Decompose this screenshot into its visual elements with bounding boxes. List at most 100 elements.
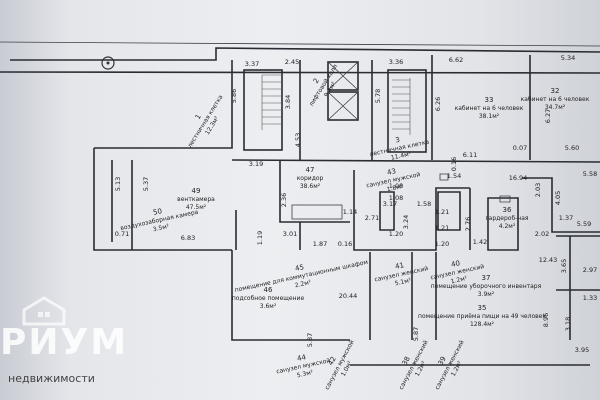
room-number: 37 [482,274,491,282]
elevator-2-cross [327,91,359,121]
dimension-label: 1.54 [447,172,461,180]
dimension-label: 5.34 [561,54,575,62]
room-number: 50 [152,207,162,217]
elevator-2 [327,91,359,121]
partition-wc [353,170,470,251]
room-area: 1.2м² [450,275,468,285]
room-number: 41 [394,261,404,271]
stair-2-outline [387,69,427,153]
dimension-label: 6.26 [434,97,442,111]
room-number: 46 [264,286,273,294]
dimension-label: 1.20 [389,230,403,238]
dimension-label: 1.08 [389,182,403,190]
room-area: 1.8м² [386,183,404,193]
room-area: 38.6м² [300,183,321,190]
room-number: 3 [395,136,401,145]
room-area: 47.5м² [186,204,207,211]
dimension-label: 5.86 [230,89,238,103]
room-number: 42 [327,355,338,367]
room-name: помещение приёма пищи на 49 человек [418,313,546,320]
dimension-label: 1.87 [313,240,327,248]
dimension-label: 3.95 [575,346,589,354]
room-number: 47 [306,166,315,174]
dimension-label: 5.87 [412,327,420,341]
dimension-label: 3.37 [245,60,259,68]
dimension-label: 20.44 [339,292,358,300]
dimension-label: 1.20 [435,240,449,248]
room-number: 1 [194,113,203,121]
dimension-label: 6.27 [544,109,552,123]
room-name: кабинет на 6 человек [455,105,524,112]
room-area: 2.2м² [294,279,312,289]
dimension-label: 6.83 [181,234,195,242]
dimension-label: 5.58 [583,170,597,178]
dimension-label: 3.84 [284,95,292,109]
dimension-label: 3.17 [383,200,397,208]
dimension-label: 0.16 [450,157,458,171]
dimension-label: 2.45 [285,58,299,66]
room-area: 3.5м² [152,223,170,233]
partition-corner [556,235,600,340]
room-number: 2 [312,77,321,85]
room-area: 11.4м² [390,151,412,162]
dimension-label: 1.14 [343,208,357,216]
room-area: 38.1м² [479,113,500,120]
dimension-label: 1.37 [559,214,573,222]
dimension-label: 0.71 [115,230,129,238]
dimension-label: 1.19 [256,231,264,245]
dimension-label: 2.36 [280,193,288,207]
partition-east [522,177,600,233]
dimension-label: 1.21 [435,208,449,216]
room-name: коридор [297,175,324,182]
dimension-label: 0.16 [338,240,352,248]
wall-south-1 [231,250,350,341]
partition-wardrobe [469,188,519,251]
wall-west-lower [93,148,232,251]
room-name: венткамера [177,196,215,203]
elevator-1-cross [327,61,359,91]
room-area: 5.1м² [394,277,412,287]
room-number: 38 [401,355,412,367]
punch-hole [101,56,115,70]
dimension-label: 1.33 [583,294,597,302]
dimension-label: 3.18 [564,317,572,331]
partition-vent [111,160,133,250]
room-area: 3.9м² [478,291,495,298]
room-number: 35 [478,304,487,312]
dimension-label: 3.19 [249,160,263,168]
sheet-border-top [0,41,600,47]
room-number: 33 [485,96,494,104]
cabinet-niche [291,204,343,220]
room-number: 40 [450,259,460,269]
room-area: 5.3м² [296,369,314,379]
room-number: 32 [551,87,560,95]
outer-wall-top [10,47,600,61]
dimension-label: 5.59 [577,220,591,228]
dimension-label: 12.43 [539,256,558,264]
punch-hole-center [106,61,110,65]
room-name: подсобное помещение [232,295,305,302]
dimension-label: 5.60 [565,144,579,152]
fixture-marks [439,173,511,203]
watermark-logo [22,296,66,326]
dimension-label: 3.24 [402,215,410,229]
room-number: 49 [192,187,201,195]
partition-offices [231,55,600,163]
dimension-label: 1.42 [473,238,487,246]
partition-corridor [279,160,350,223]
dimension-label: 5.78 [374,89,382,103]
